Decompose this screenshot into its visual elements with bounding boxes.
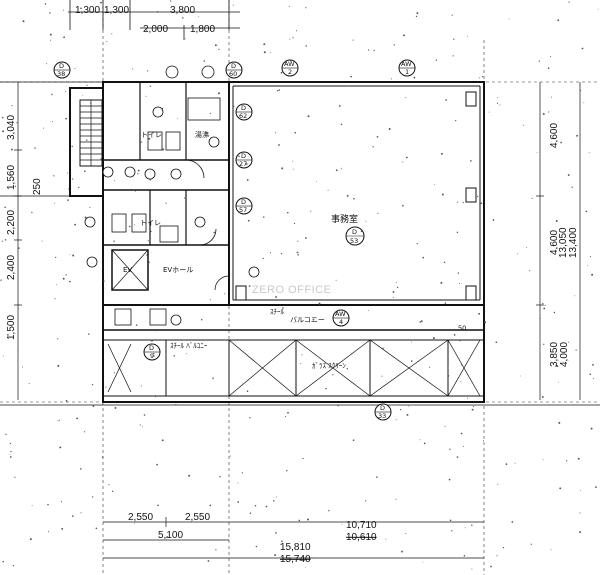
tag-d27: D 27 (235, 151, 253, 169)
dim-top-3: 3,800 (170, 5, 195, 16)
dim-top-2: 1,300 (104, 5, 129, 16)
tag-aw2: AW 2 (281, 59, 299, 77)
dim-right-6: 4,000 (559, 342, 570, 367)
room-ev-hall-label: EVホール (163, 266, 193, 274)
left-dimensions: 3,040 1,560 250 2,200 2,400 1,500 (6, 82, 43, 400)
tag-d33: D 33 (374, 403, 392, 421)
dim-right-2: 4,600 (549, 230, 560, 255)
right-dimensions: 4,600 4,600 13,050 13,400 3,850 4,000 (536, 82, 581, 400)
room-toilet2-label: トイレ (140, 219, 161, 227)
svg-text:AW: AW (335, 310, 346, 318)
tag-d60: D 60 (225, 61, 243, 79)
dim-left-6: 1,500 (6, 315, 17, 340)
room-labels: 事務室 EVホール 湯沸 トイレ トイレ EV ｽﾁｰﾙ バルコニー ｽﾁｰﾙ … (123, 130, 466, 370)
dim-right-4: 13,400 (568, 227, 579, 258)
dim-bottom-2: 2,550 (185, 512, 210, 523)
svg-text:D: D (241, 104, 246, 112)
watermark: ZERO OFFICE (252, 284, 331, 296)
room-balcony-sub-label: ｽﾁｰﾙ (270, 308, 284, 316)
dim-bottom-3: 10,710 (346, 520, 377, 531)
dim-bottom-4: 5,100 (158, 530, 183, 541)
solid-guides (0, 0, 600, 406)
svg-text:D: D (231, 62, 236, 70)
tag-aw1: AW 1 (398, 59, 416, 77)
stairwell (69, 87, 104, 197)
svg-text:53: 53 (350, 237, 358, 245)
bottom-dimensions: 2,550 2,550 10,710 10,610 5,100 15,810 1… (103, 512, 484, 565)
svg-text:2: 2 (288, 68, 292, 76)
dim-left-3: 250 (32, 178, 43, 195)
svg-text:4: 4 (339, 318, 343, 326)
svg-text:D: D (241, 152, 246, 160)
dim-left-2: 1,560 (6, 165, 17, 190)
dim-top-4: 2,000 (143, 24, 168, 35)
top-dimensions: 1,300 1,300 3,800 2,000 1,800 (75, 5, 215, 35)
tag-d9: D 9 (143, 343, 161, 361)
svg-text:D: D (59, 62, 64, 70)
svg-text:57: 57 (239, 206, 247, 214)
svg-text:62: 62 (239, 112, 247, 120)
dim-left-4: 2,200 (6, 210, 17, 235)
dim-bottom-1: 2,550 (128, 512, 153, 523)
dim-top-5: 1,800 (190, 24, 215, 35)
dim-right-1: 4,600 (549, 123, 560, 148)
tag-aw4: AW 4 (332, 309, 350, 327)
tag-d53: D 53 (345, 226, 365, 246)
room-kitchen-label: 湯沸 (195, 130, 209, 139)
dim-left-5: 2,400 (6, 255, 17, 280)
dim-right-3: 13,050 (558, 227, 569, 258)
svg-text:33: 33 (378, 412, 386, 420)
svg-text:D: D (380, 404, 385, 412)
dim-left-1: 3,040 (6, 115, 17, 140)
corridor-label: ｽﾁｰﾙ ﾊﾞﾙｺﾆｰ (170, 342, 208, 350)
room-balcony-label: バルコニー (290, 316, 325, 324)
room-ev-label: EV (123, 266, 132, 274)
dim-top-1: 1,300 (75, 5, 100, 16)
svg-text:AW: AW (401, 60, 412, 68)
symbol-markers (84, 65, 260, 326)
tag-d62: D 62 (235, 103, 253, 121)
dim-bottom-5b: 15,740 (280, 554, 311, 565)
core-partitions (103, 82, 230, 291)
svg-text:60: 60 (229, 70, 237, 78)
svg-text:D: D (149, 344, 154, 352)
svg-text:27: 27 (239, 160, 247, 168)
svg-text:AW: AW (284, 60, 295, 68)
svg-text:9: 9 (150, 352, 154, 360)
dim-bottom-5: 15,810 (280, 542, 311, 553)
dim-right-5: 3,850 (549, 342, 560, 367)
svg-text:38: 38 (57, 70, 65, 78)
tag-d38: D 38 (53, 61, 71, 79)
balcony (103, 308, 484, 397)
louver-label: ｶﾞﾗｽ ｽｸﾘｰﾝ (312, 362, 346, 370)
corner-note: 50 (458, 324, 466, 332)
room-office-label: 事務室 (331, 213, 358, 225)
svg-text:D: D (352, 228, 357, 236)
svg-text:D: D (241, 198, 246, 206)
tag-d57: D 57 (235, 197, 253, 215)
svg-text:1: 1 (405, 68, 409, 76)
room-toilet-label: トイレ (141, 131, 162, 139)
dim-bottom-3b: 10,610 (346, 532, 377, 543)
